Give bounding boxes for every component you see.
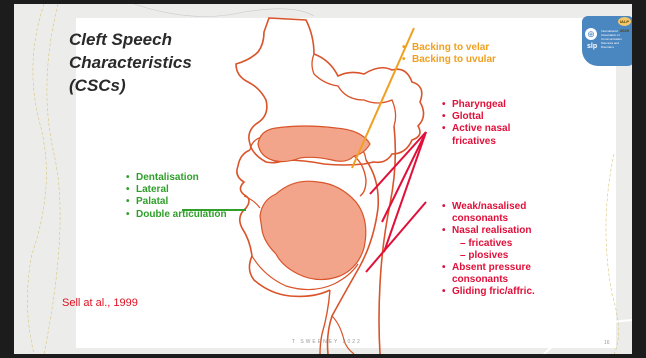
page-number: 16 [604,340,610,346]
pharyngeal-list: Pharyngeal Glottal Active nasal fricativ… [442,99,552,148]
decor-contour-top [134,4,314,17]
decor-corner-curve [544,320,632,354]
logo-slp-text: slp [587,43,597,50]
list-subitem: – fricatives [442,238,562,250]
list-item: Double articulation [126,209,231,221]
list-item: Lateral [126,184,231,196]
slide: Cleft Speech Characteristics (CSCs) Back… [14,4,632,354]
anterior-list: Dentalisation Lateral Palatal Double art… [126,172,231,221]
list-item: Glottal [442,111,552,123]
velum [354,156,366,196]
list-item: Dentalisation [126,172,231,184]
citation: Sell at al., 1999 [62,297,138,309]
list-item: Absent pressure consonants [442,262,562,286]
larynx [332,316,354,354]
footer-author: T SWEENEY 2022 [292,339,362,345]
nasal-cavity-inner [312,54,396,126]
list-item: Pharyngeal [442,99,552,111]
logo-org-text: International Association of Communicati… [601,29,631,49]
list-subitem: – plosives [442,250,562,262]
list-item: Active nasal fricatives [442,123,552,147]
passive-list: Weak/nasalised consonants Nasal realisat… [442,201,562,299]
list-item: Backing to velar [402,42,496,54]
slide-title: Cleft Speech Characteristics (CSCs) [69,28,249,97]
decor-contour-left [27,4,46,354]
globe-icon: ⊕ [585,28,597,40]
title-line-1: Cleft Speech [69,28,249,51]
list-item: Nasal realisation [442,225,562,237]
list-item: Backing to uvular [402,54,496,66]
backing-list: Backing to velar Backing to uvular [402,42,496,66]
hard-palate [258,126,370,162]
red-pointer-line-4 [366,202,426,272]
badge-icon: IALP 2020 [618,17,631,26]
organisation-logo: IALP 2020 ⊕ slp International Associatio… [582,16,632,66]
title-line-3: (CSCs) [69,74,249,97]
list-item: Gliding fric/affric. [442,286,562,298]
tongue [260,181,366,279]
list-item: Palatal [126,196,231,208]
list-item: Weak/nasalised consonants [442,201,562,225]
title-line-2: Characteristics [69,51,249,74]
